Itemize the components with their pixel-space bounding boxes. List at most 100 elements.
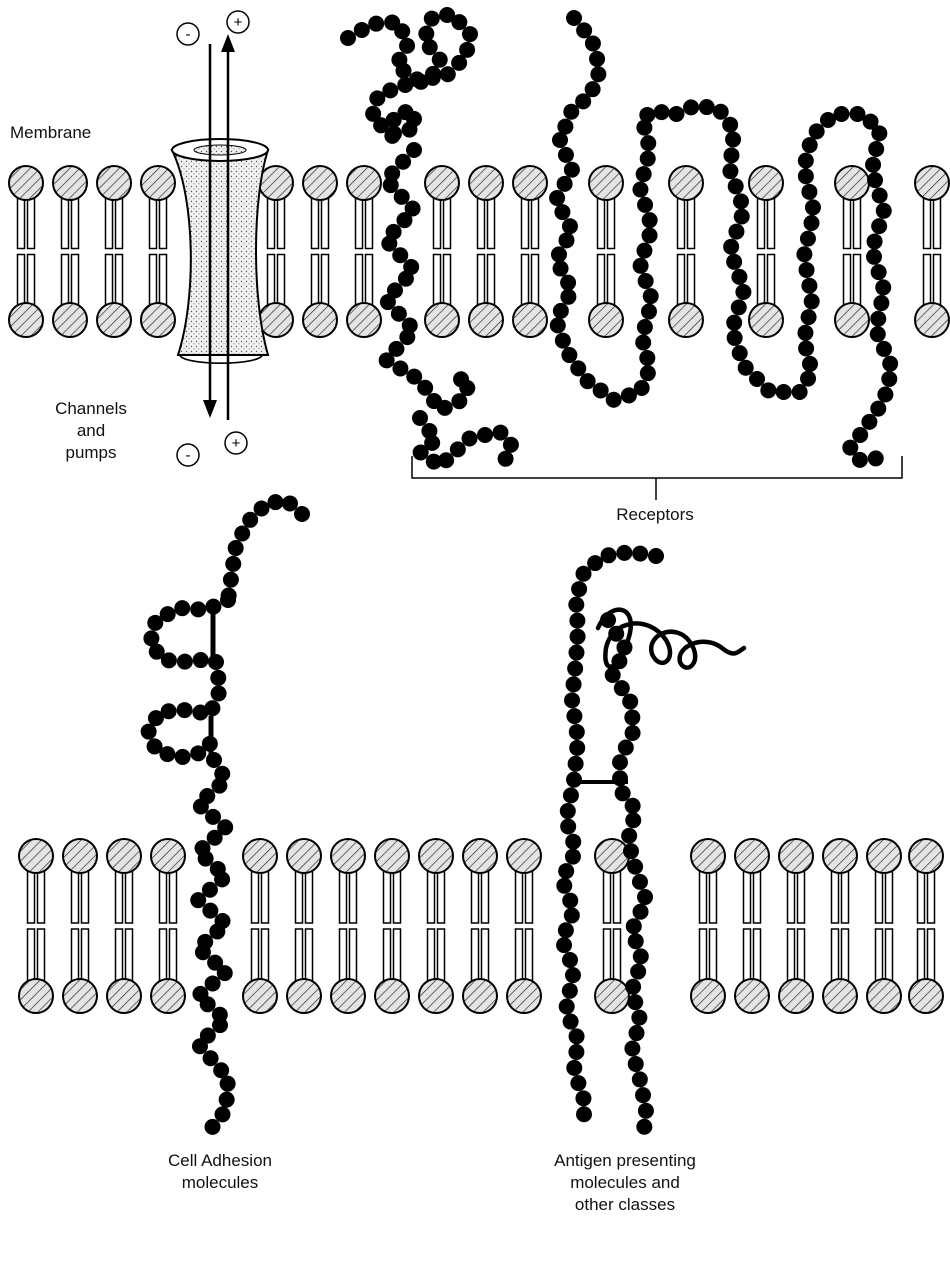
amino-acid-bead	[396, 212, 412, 228]
lipid-tail	[700, 929, 707, 981]
phospholipid	[469, 166, 503, 337]
amino-acid-bead	[177, 654, 193, 670]
lipid-head	[151, 979, 185, 1013]
lipid-head	[303, 166, 337, 200]
arrowhead-down	[203, 400, 217, 418]
lipid-tail	[62, 255, 69, 306]
amino-acid-bead	[424, 11, 440, 27]
amino-acid-bead	[637, 197, 653, 213]
lipid-tail	[854, 255, 861, 306]
amino-acid-bead	[498, 451, 514, 467]
amino-acid-bead	[723, 239, 739, 255]
channels-label-line: Channels	[36, 398, 146, 420]
amino-acid-bead	[738, 360, 754, 376]
amino-acid-bead	[570, 360, 586, 376]
lipid-tail	[876, 929, 883, 981]
phospholipid	[375, 839, 409, 1013]
amino-acid-bead	[798, 340, 814, 356]
amino-acid-bead	[636, 243, 652, 259]
amino-acid-bead	[147, 615, 163, 631]
amino-acid-bead	[556, 878, 572, 894]
phospholipid	[835, 166, 869, 337]
amino-acid-bead	[732, 345, 748, 361]
lipid-head	[9, 303, 43, 337]
amino-acid-bead	[550, 317, 566, 333]
lipid-head	[9, 166, 43, 200]
lipid-tail	[844, 198, 851, 249]
amino-acid-bead	[379, 352, 395, 368]
lipid-tail	[394, 929, 401, 981]
phospholipid	[97, 166, 131, 337]
amino-acid-bead	[220, 592, 236, 608]
amino-acid-bead	[560, 819, 576, 835]
amino-acid-bead	[798, 168, 814, 184]
lipid-head	[141, 303, 175, 337]
lipid-tail	[918, 871, 925, 923]
amino-acid-bead	[198, 851, 214, 867]
lipid-tail	[366, 198, 373, 249]
lipid-tail	[444, 198, 451, 249]
lipid-head	[331, 839, 365, 873]
amino-acid-bead	[560, 803, 576, 819]
lipid-tail	[876, 871, 883, 923]
amino-acid-bead	[267, 494, 283, 510]
lipid-tail	[688, 255, 695, 306]
minus-charge-icon-sign: -	[186, 26, 191, 43]
amino-acid-bead	[396, 63, 412, 79]
lipid-tail	[934, 198, 941, 249]
lipid-tail	[886, 871, 893, 923]
amino-acid-bead	[210, 670, 226, 686]
amino-acid-bead	[621, 828, 637, 844]
amino-acid-bead	[383, 177, 399, 193]
amino-acid-bead	[809, 123, 825, 139]
amino-acid-bead	[462, 430, 478, 446]
lipid-head	[425, 166, 459, 200]
lipid-tail	[928, 871, 935, 923]
amino-acid-bead	[190, 892, 206, 908]
adhesion-stem-top	[221, 494, 310, 603]
amino-acid-bead	[562, 893, 578, 909]
amino-acid-bead	[866, 249, 882, 265]
amino-acid-bead	[642, 212, 658, 228]
amino-acid-bead	[397, 77, 413, 93]
amino-acid-bead	[629, 1025, 645, 1041]
amino-acid-bead	[713, 104, 729, 120]
lipid-tail	[482, 929, 489, 981]
amino-acid-bead	[208, 654, 224, 670]
lipid-tail	[472, 929, 479, 981]
lipid-tail	[604, 871, 611, 923]
amino-acid-bead	[632, 182, 648, 198]
lipid-tail	[296, 871, 303, 923]
amino-acid-bead	[881, 371, 897, 387]
phospholipid	[63, 839, 97, 1013]
lipid-tail	[366, 255, 373, 306]
phospholipid	[823, 839, 857, 1013]
amino-acid-bead	[648, 548, 664, 564]
amino-acid-bead	[633, 948, 649, 964]
plus-charge-icon-sign: +	[234, 14, 243, 31]
lipid-tail	[438, 929, 445, 981]
lipid-head	[63, 839, 97, 873]
lipid-tail	[428, 871, 435, 923]
amino-acid-bead	[796, 246, 812, 262]
amino-acid-bead	[234, 526, 250, 542]
amino-acid-bead	[571, 581, 587, 597]
amino-acid-bead	[852, 452, 868, 468]
amino-acid-bead	[728, 178, 744, 194]
amino-acid-bead	[459, 42, 475, 58]
phospholipid	[779, 839, 813, 1013]
lipid-tail	[788, 871, 795, 923]
amino-acid-bead	[177, 702, 193, 718]
amino-acid-bead	[877, 386, 893, 402]
amino-acid-bead	[802, 137, 818, 153]
phospholipid	[107, 839, 141, 1013]
amino-acid-bead	[734, 208, 750, 224]
amino-acid-bead	[563, 1014, 579, 1030]
phospholipid	[419, 839, 453, 1013]
amino-acid-bead	[477, 427, 493, 443]
amino-acid-bead	[200, 996, 216, 1012]
lipid-tail	[798, 929, 805, 981]
lipid-tail	[526, 929, 533, 981]
amino-acid-bead	[193, 652, 209, 668]
amino-acid-bead	[141, 724, 157, 740]
